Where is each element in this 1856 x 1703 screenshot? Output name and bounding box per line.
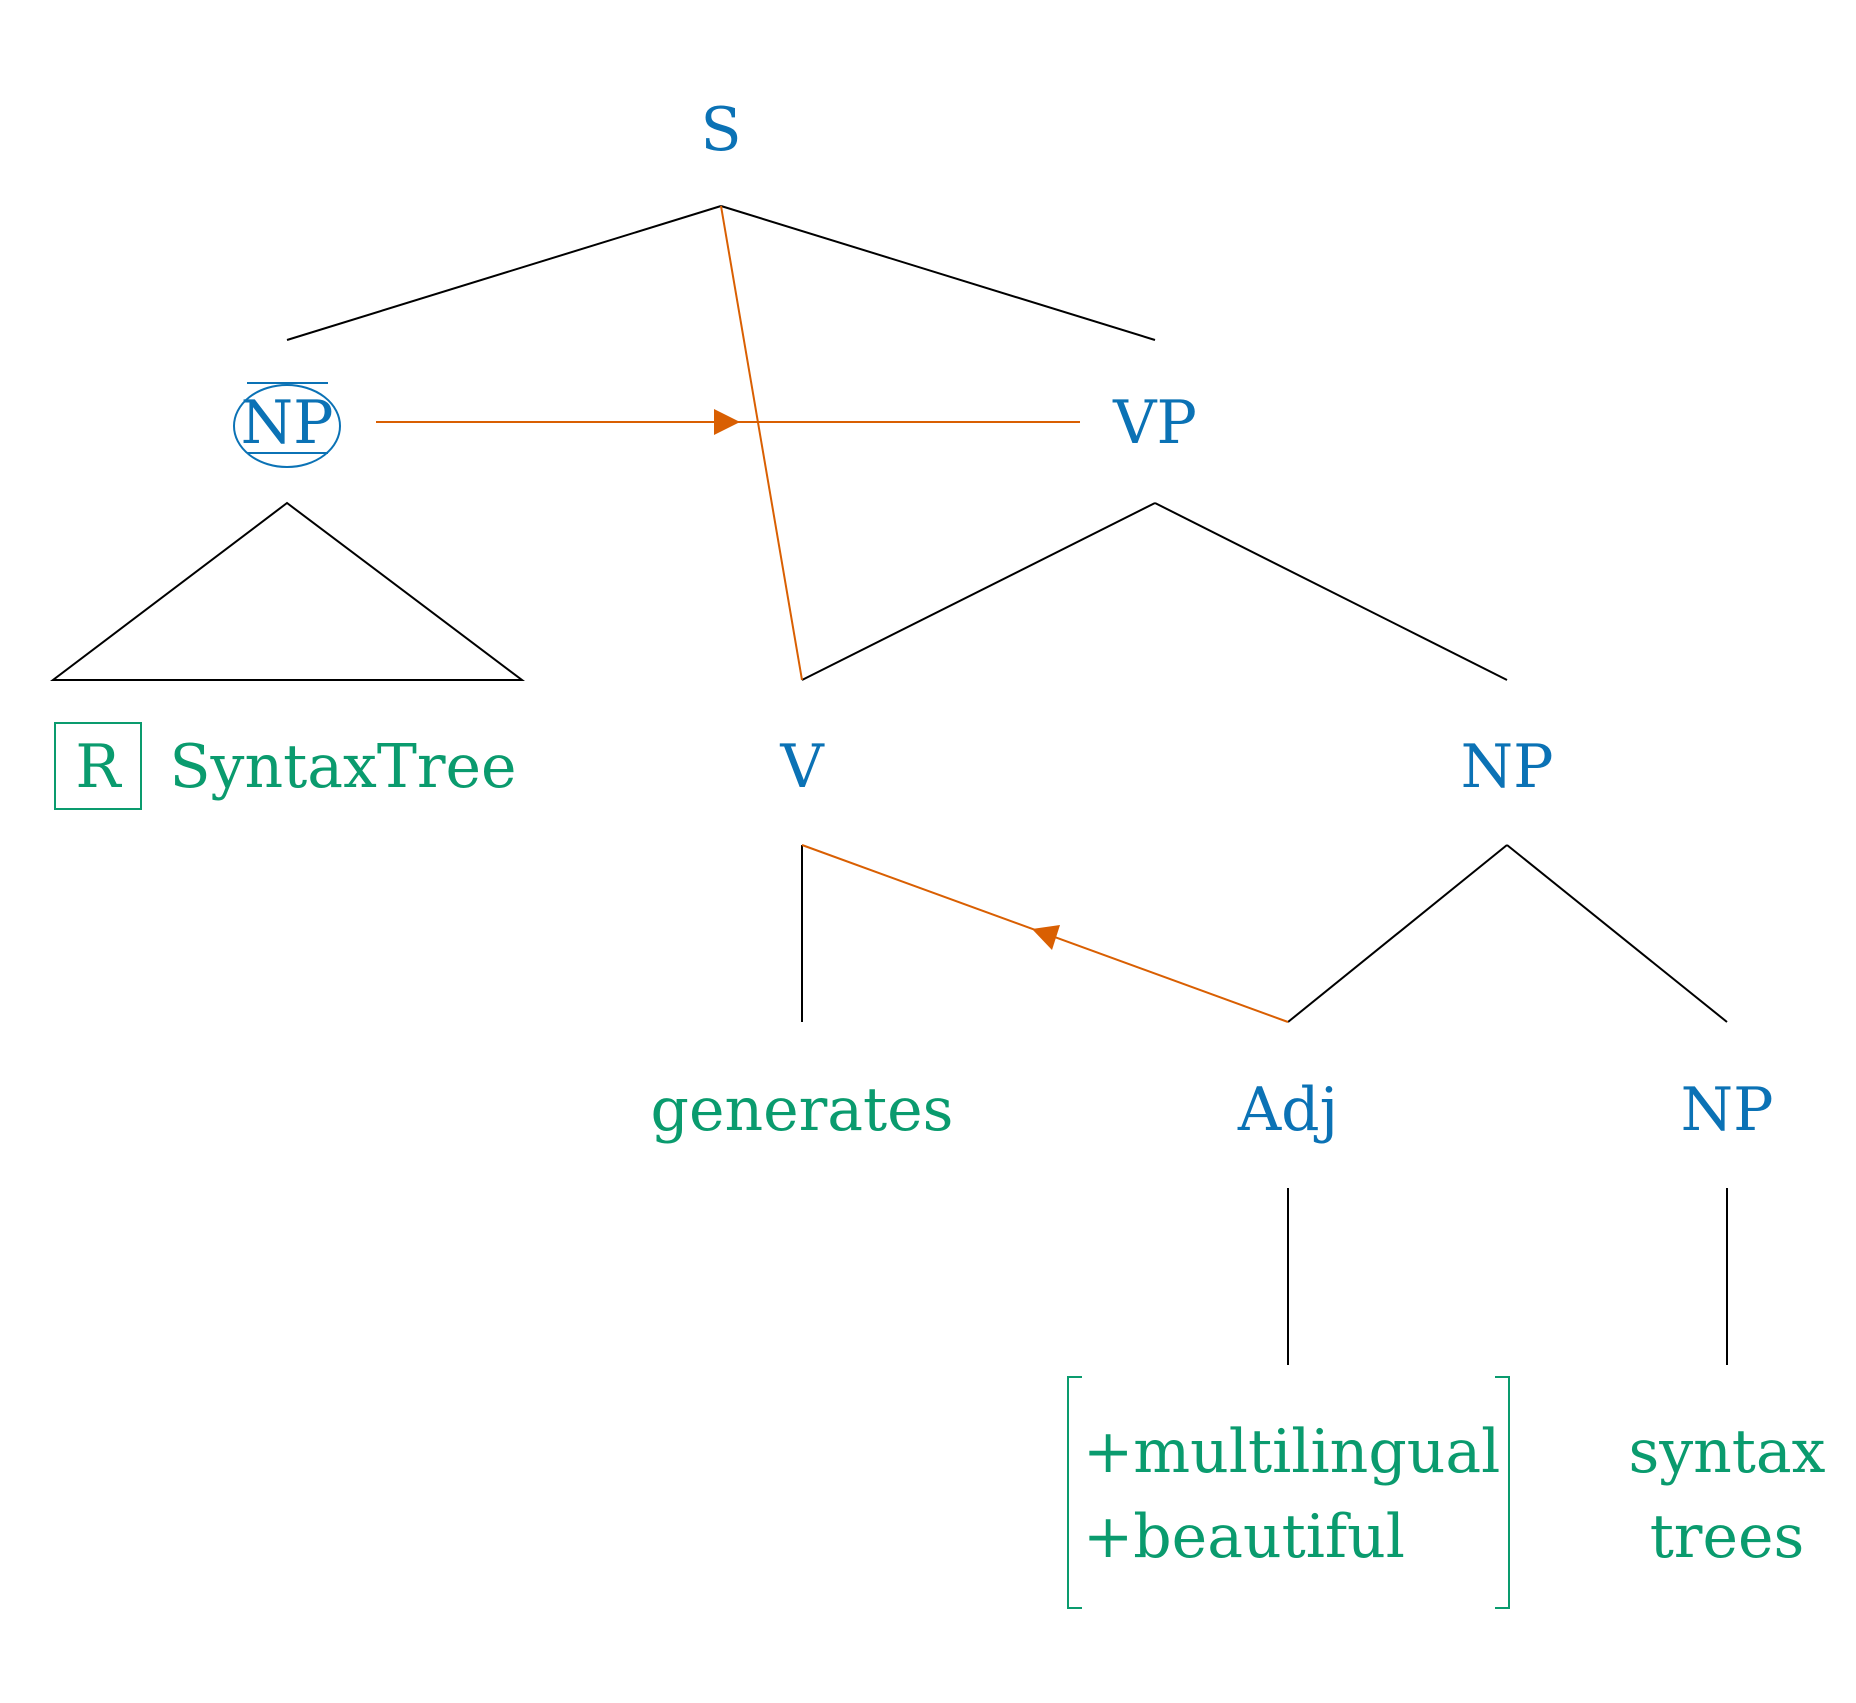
adj-feature-matrix: +multilingual +beautiful <box>1067 1376 1510 1609</box>
node-adj: Adj <box>1237 1075 1338 1145</box>
adj-feature: +beautiful <box>1083 1502 1405 1572</box>
node-s: S <box>700 95 741 165</box>
inner-np-leaf-line: syntax <box>1628 1417 1825 1487</box>
edge-s-vp <box>720 205 1156 341</box>
np-triangle <box>50 501 525 681</box>
movement-arrowhead-right <box>714 409 740 435</box>
verb-leaf: generates <box>651 1075 954 1145</box>
edge-s-np <box>286 205 722 341</box>
edge-vp-v <box>801 502 1156 681</box>
edge-np-adj <box>1287 844 1508 1023</box>
node-subject-np: NP <box>233 382 341 468</box>
feature-bracket-left <box>1067 1376 1082 1609</box>
inner-np-leaf-line: trees <box>1650 1502 1805 1572</box>
np-circle-decoration <box>233 384 341 468</box>
edge-vp-np <box>1154 502 1508 681</box>
node-inner-np: NP <box>1681 1075 1774 1145</box>
feature-bracket-right <box>1495 1376 1510 1609</box>
node-vp: VP <box>1112 388 1197 458</box>
subject-leaf: R SyntaxTree <box>54 722 517 810</box>
r-box-label: R <box>75 732 122 802</box>
movement-line-s-v <box>720 205 803 681</box>
inner-np-leaf: syntax trees <box>1628 1417 1825 1572</box>
movement-arrowhead-left <box>1032 925 1060 950</box>
node-object-np: NP <box>1461 732 1554 802</box>
movement-arrows <box>376 205 1289 1023</box>
adj-feature: +multilingual <box>1083 1417 1500 1487</box>
node-subject-np-label: NP <box>241 388 334 458</box>
edge-np-np <box>1506 844 1728 1023</box>
tree-edges <box>50 205 1728 1365</box>
r-box <box>54 722 142 810</box>
subject-leaf-label: SyntaxTree <box>169 732 516 802</box>
node-v: V <box>779 732 825 802</box>
